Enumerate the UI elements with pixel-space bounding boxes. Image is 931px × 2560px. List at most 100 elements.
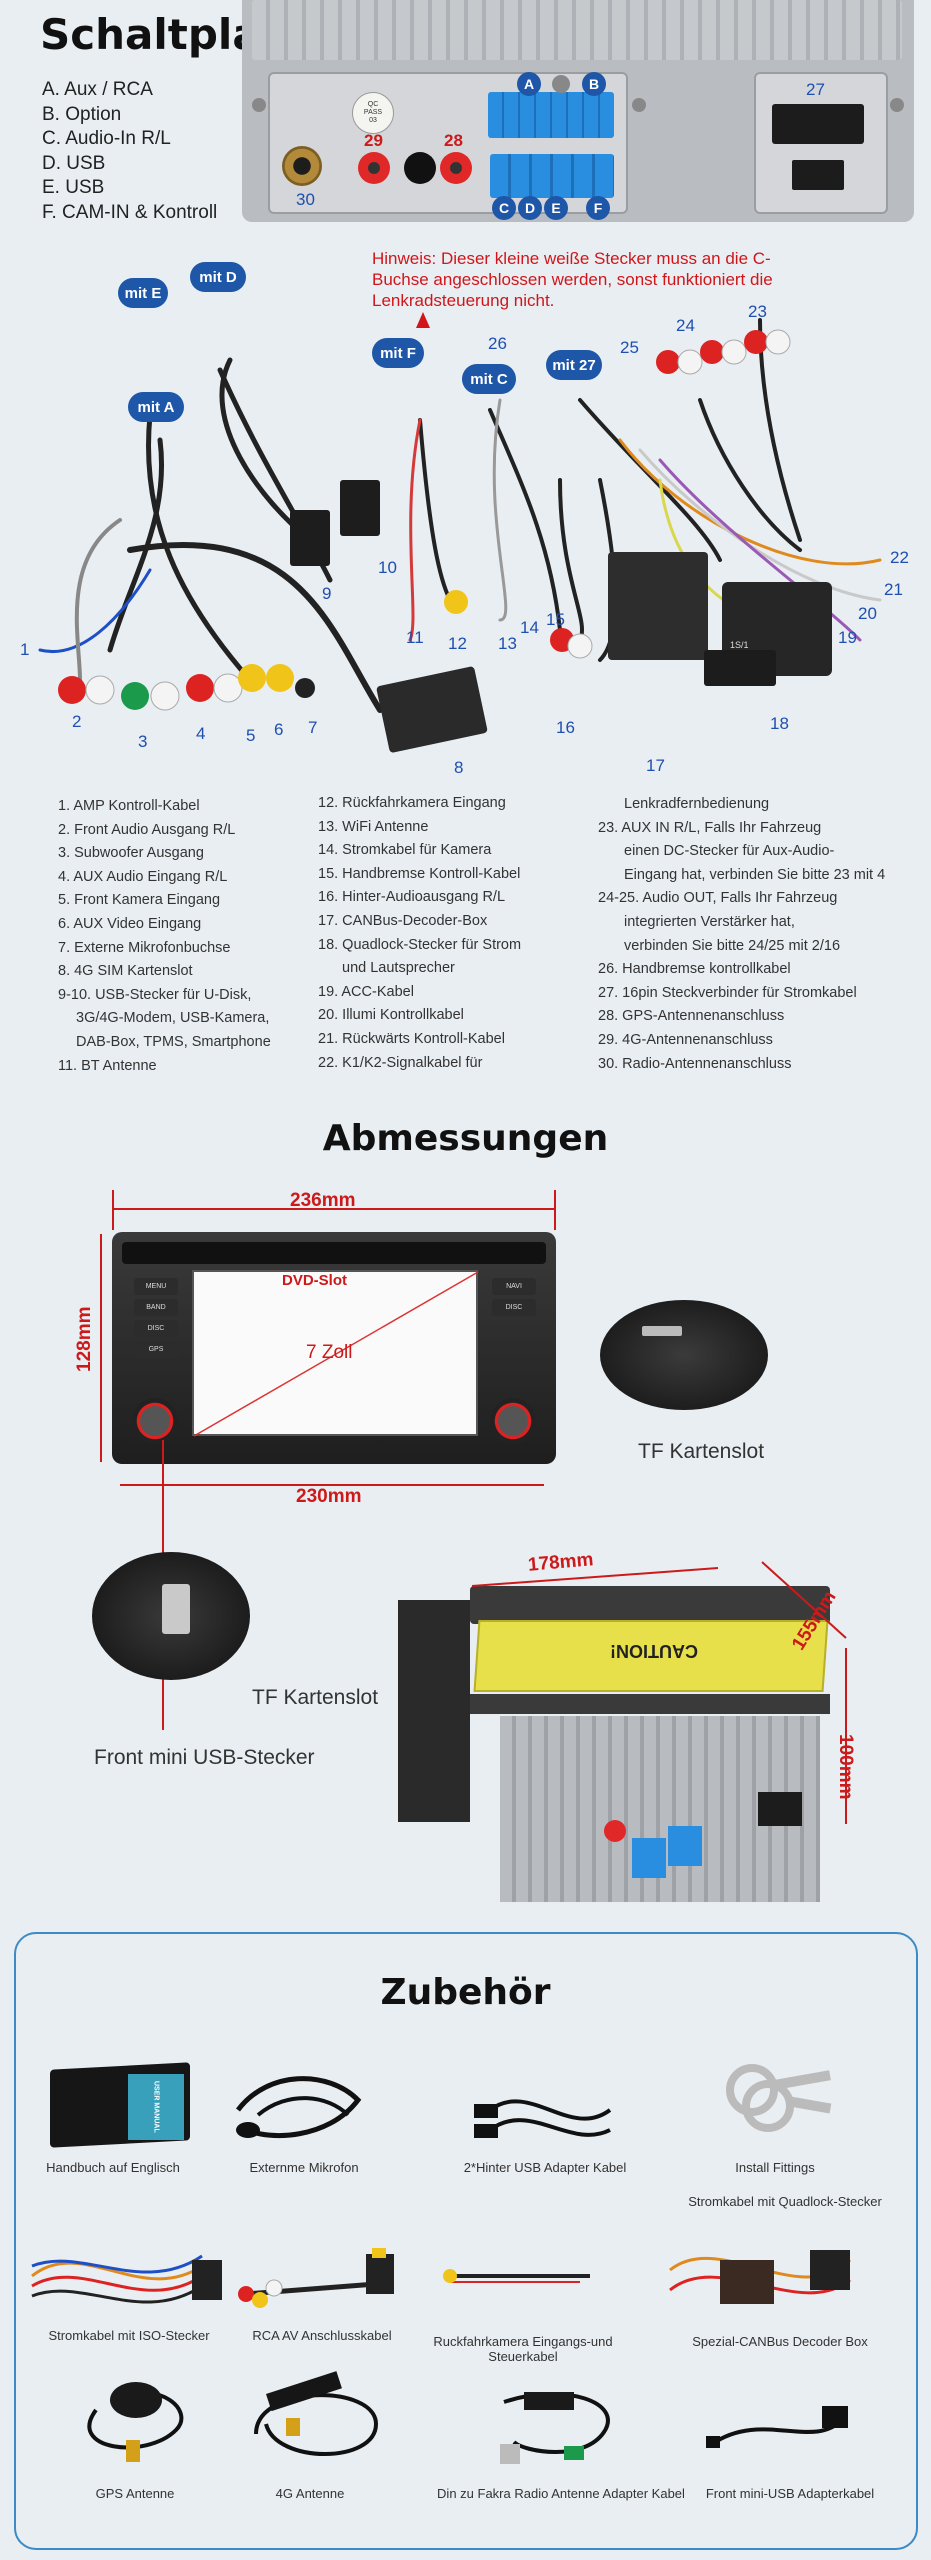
width-bottom-label: 230mm [296, 1486, 362, 1507]
legend-item: A. Aux / RCA [42, 79, 153, 100]
front-usb-label: Front mini USB-Stecker [94, 1746, 315, 1769]
tf-kartenslot-label-2: TF Kartenslot [252, 1686, 379, 1709]
connector-d-badge: D [518, 196, 542, 220]
label-27: 27 [806, 80, 825, 99]
connector-a-badge: A [517, 72, 541, 96]
manual-cover-label: USER MANUAL [128, 2074, 184, 2140]
cable-number: 11 [406, 628, 424, 647]
4g-antenna-socket [358, 152, 390, 184]
disc-right-button[interactable]: DISC [492, 1299, 536, 1316]
screen-diagonal [193, 1271, 479, 1437]
part-item: 8. 4G SIM Kartenslot [58, 963, 193, 980]
legend-item: D. USB [42, 152, 106, 174]
cable-number: 16 [556, 718, 575, 737]
part-item: 5. Front Kamera Eingang [58, 892, 221, 909]
navi-button[interactable]: NAVI [492, 1278, 536, 1295]
part-item: 27. 16pin Steckverbinder für Stromkabel [598, 984, 857, 1001]
part-item: Lenkradfernbedienung [624, 796, 770, 812]
cable-number: 12 [448, 634, 467, 653]
cable-number: 20 [858, 604, 877, 623]
connector-b-badge: B [582, 72, 606, 96]
menu-button[interactable]: MENU [134, 1278, 178, 1295]
part-item: 3G/4G-Modem, USB-Kamera, [76, 1010, 270, 1027]
arrow-up-icon [416, 312, 430, 328]
accessory-label: 4G Antenne [275, 2486, 345, 2501]
screw-icon [890, 98, 904, 112]
dim-tick [554, 1190, 556, 1230]
screen [192, 1270, 478, 1436]
tune-knob[interactable] [490, 1398, 536, 1444]
cable-number: 9 [322, 584, 332, 603]
part-item: 24-25. Audio OUT, Falls Ihr Fahrzeug [598, 890, 838, 907]
gps-antenna-image [87, 2382, 184, 2462]
cable-number: 10 [378, 558, 397, 577]
part-item: 9-10. USB-Stecker für U-Disk, [58, 986, 252, 1003]
mit-f-badge: mit F [372, 338, 424, 368]
part-item: 21. Rückwärts Kontroll-Kabel [318, 1030, 505, 1047]
cable-number: 2 [72, 712, 82, 731]
abmessungen-title: Abmessungen [322, 1118, 609, 1159]
cable-number: 1 [20, 640, 30, 659]
cable-number: 13 [498, 634, 517, 653]
gps-antenna-socket [440, 152, 472, 184]
tf-slot-zoom [600, 1300, 768, 1410]
cable-number: 21 [884, 580, 903, 599]
accessory-label: Din zu Fakra Radio Antenne Adapter Kabel [437, 2486, 685, 2501]
part-item: einen DC-Stecker für Aux-Audio- [624, 843, 835, 860]
part-item: 7. Externe Mikrofonbuchse [58, 939, 231, 956]
part-item: 29. 4G-Antennenanschluss [598, 1031, 773, 1048]
hinweis-note: Hinweis: Dieser kleine weiße Stecker mus… [372, 249, 773, 310]
part-item: 4. AUX Audio Eingang R/L [58, 868, 228, 885]
disc-button[interactable]: DISC [134, 1320, 178, 1337]
parts-list-column-3: Lenkradfernbedienung 23. AUX IN R/L, Fal… [598, 793, 928, 1076]
part-item: integrierten Verstärker hat, [624, 913, 795, 930]
unit-dimension-lines [471, 1561, 847, 1824]
16pin-socket [772, 104, 864, 144]
part-item: 11. BT Antenne [58, 1057, 157, 1074]
part-item: 23. AUX IN R/L, Falls Ihr Fahrzeug [598, 819, 822, 836]
rca-av-cable-image [238, 2248, 394, 2308]
cable-number: 25 [620, 338, 639, 357]
part-item: 28. GPS-Antennenanschluss [598, 1008, 785, 1025]
accessory-label: Front mini-USB Adapterkabel [705, 2486, 875, 2501]
part-item: und Lautsprecher [342, 960, 455, 977]
accessory-label: Ruckfahrkamera Eingangs-und Steuerkabel [433, 2334, 613, 2364]
4g-antenna-image [254, 2371, 379, 2456]
cable-number: 14 [520, 618, 539, 637]
part-item: 19. ACC-Kabel [318, 983, 414, 1000]
accessory-label: 2*Hinter USB Adapter Kabel [463, 2160, 627, 2175]
connector-e-badge: E [544, 196, 568, 220]
accessory-label: Stromkabel mit Quadlock-Stecker [688, 2194, 882, 2209]
label-28: 28 [444, 131, 463, 150]
part-item: 14. Stromkabel für Kamera [318, 842, 492, 859]
cable-number: 26 [488, 334, 507, 353]
part-item: DAB-Box, TPMS, Smartphone [76, 1033, 271, 1050]
mit-e-badge: mit E [118, 278, 168, 308]
canbus-decoder-image [669, 2250, 852, 2304]
front-right-buttons: NAVI DISC [492, 1278, 536, 1358]
cable-number: 18 [770, 714, 789, 733]
blue-connector-cdef [490, 154, 614, 198]
zubehoer-box [14, 1932, 918, 2550]
blue-connector [632, 1838, 666, 1878]
camera-cable-image [443, 2269, 590, 2283]
dim-line-left [100, 1234, 102, 1462]
volume-knob[interactable] [132, 1398, 178, 1444]
cable-number: 6 [274, 720, 284, 739]
accessory-label: GPS Antenne [95, 2486, 175, 2501]
unit-side-front [398, 1600, 470, 1822]
cable-number: 7 [308, 718, 318, 737]
cable-number: 3 [138, 732, 148, 751]
gps-button[interactable]: GPS [134, 1341, 178, 1358]
zubehoer-title: Zubehör [380, 1972, 551, 2013]
part-item: 18. Quadlock-Stecker für Strom [318, 936, 522, 953]
blue-connector [668, 1826, 702, 1866]
band-button[interactable]: BAND [134, 1299, 178, 1316]
accessory-label: RCA AV Anschlusskabel [252, 2328, 392, 2343]
blue-connector-ab [488, 92, 614, 138]
part-item: 2. Front Audio Ausgang R/L [58, 821, 236, 838]
dim-line-bottom [120, 1484, 544, 1486]
part-item: 30. Radio-Antennenanschluss [598, 1055, 792, 1072]
mini-usb-port-icon [162, 1584, 190, 1634]
label-29: 29 [364, 131, 383, 150]
